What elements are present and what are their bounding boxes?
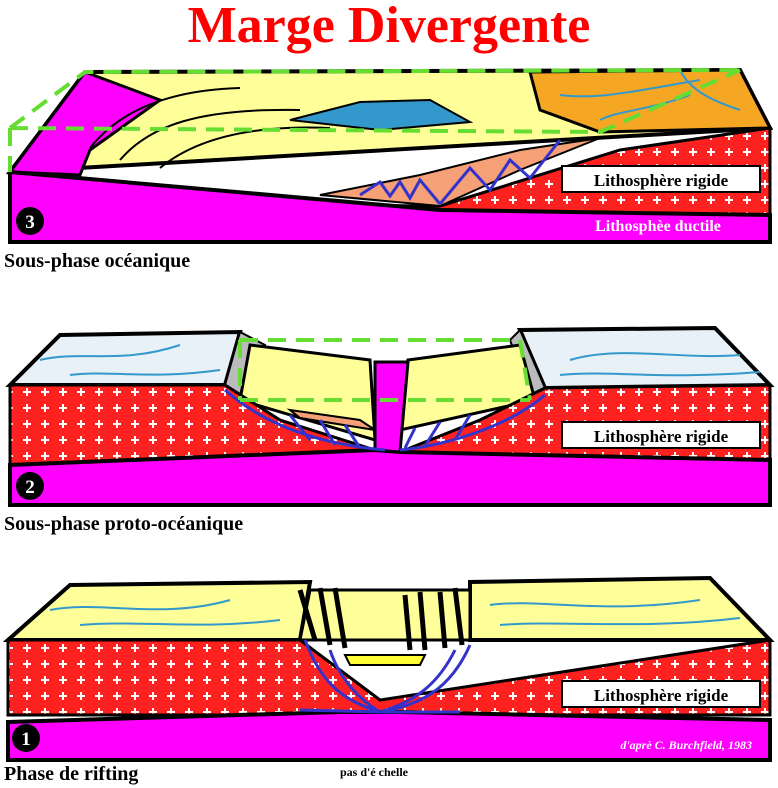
panel-1-mantle [6, 710, 772, 762]
panel-3-sediment-lines [89, 87, 331, 169]
panel-3-water [289, 98, 474, 132]
panel-3-ocean-floor [7, 70, 164, 177]
panel-1-badge [12, 724, 40, 752]
panel-2-rigid-box [561, 421, 761, 449]
panel-3-block [5, 67, 774, 244]
panel-1-top-surface [2, 579, 313, 642]
panel-2-rift [373, 360, 410, 454]
panel-3-badge [16, 207, 44, 235]
panel-1-rigid-box [561, 680, 761, 708]
panel-3-orange-wedge [319, 137, 601, 208]
panel-2-frame [238, 338, 532, 402]
panel-3-caption: Sous-phase océanique [4, 250, 191, 272]
panel-1-caption: Phase de rifting [4, 763, 139, 785]
panel-2-caption: Sous-phase proto-océanique [4, 513, 244, 535]
panel-1-badge-number: 1 [21, 729, 31, 750]
panel-1-block [2, 575, 775, 762]
panel-2-badge [16, 472, 44, 500]
panel-3-rigid-label: Lithosphère rigide [594, 171, 729, 190]
panel-3-rigid-box [561, 165, 761, 193]
panel-3-badge-number: 3 [25, 212, 35, 233]
panel-2-rivers [39, 344, 761, 377]
scale-note: pas d'é chelle [340, 765, 408, 779]
panel-1-yellow-basin [343, 654, 427, 666]
panel-1-tilted-blocks [297, 587, 465, 651]
panel-3-ductile-label: Lithosphèe ductile [595, 218, 721, 235]
panel-1-top-surface-right [468, 575, 775, 642]
panel-3-mantle [8, 169, 772, 244]
panel-2-badge-number: 2 [25, 477, 35, 498]
panel-3-frame [8, 68, 741, 172]
panel-2-block [5, 325, 775, 507]
panel-1-rivers [49, 599, 741, 626]
panel-2-top-right [516, 325, 775, 391]
panel-3-faults [359, 139, 562, 205]
panel-1-credit: d'aprè C. Burchfield, 1983 [620, 738, 752, 752]
panel-1-rigid-label: Lithosphère rigide [594, 686, 729, 705]
panel-2-faults [224, 388, 546, 452]
panel-2-rigid-label: Lithosphère rigide [594, 427, 729, 446]
panel-1-faults [299, 639, 472, 714]
diagram-title: Marge Divergente [187, 0, 591, 54]
